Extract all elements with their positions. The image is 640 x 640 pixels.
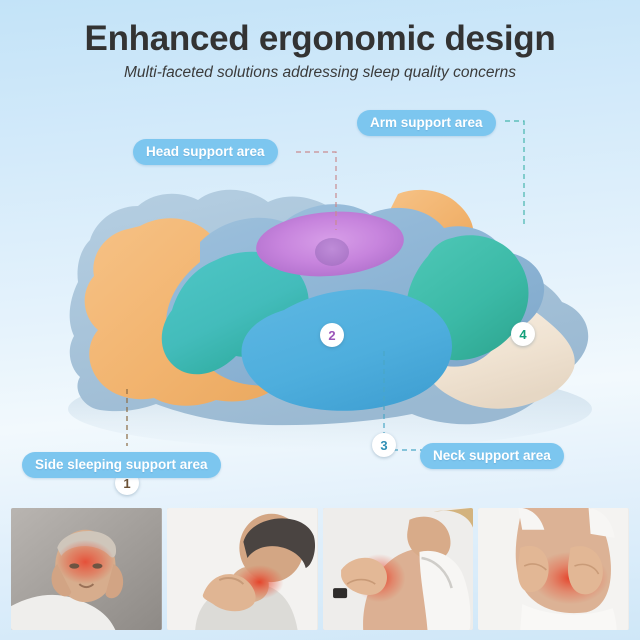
zone-neck-blue [241,289,452,411]
zone-marker-2-label: 2 [328,327,336,343]
zone-marker-4-label: 4 [519,326,527,342]
callout-side-sleeping-support-area[interactable]: Side sleeping support area [22,452,221,478]
pain-point-photo-strip [0,500,640,640]
photo-headache-image [11,508,162,630]
photo-back-pain[interactable] [478,508,629,630]
pillow-illustration: 1 2 3 4 [0,94,640,495]
photo-neck-pain[interactable] [166,508,318,630]
zone-marker-2[interactable]: 2 [320,323,344,347]
connector-head [296,151,337,230]
zone-marker-3-label: 3 [380,437,388,453]
page-title: Enhanced ergonomic design [84,19,556,58]
zone-marker-1-label: 1 [123,475,131,491]
photo-shoulder-pain[interactable] [322,508,474,630]
photo-shoulder-pain-image [322,508,474,630]
photo-headache[interactable] [11,508,162,630]
pillow-svg [68,120,592,451]
header: Enhanced ergonomic design Multi-faceted … [0,0,640,94]
zone-marker-4[interactable]: 4 [511,322,535,346]
photo-neck-pain-image [166,508,318,630]
callout-arm-support-area[interactable]: Arm support area [357,110,496,136]
callout-head-support-area[interactable]: Head support area [133,139,278,165]
photo-back-pain-image [478,508,629,630]
callout-neck-support-area[interactable]: Neck support area [420,443,564,469]
zone-marker-3[interactable]: 3 [372,433,396,457]
head-cradle-dimple [315,238,349,266]
page-subtitle: Multi-faceted solutions addressing sleep… [123,64,517,81]
connector-arm [505,120,525,226]
